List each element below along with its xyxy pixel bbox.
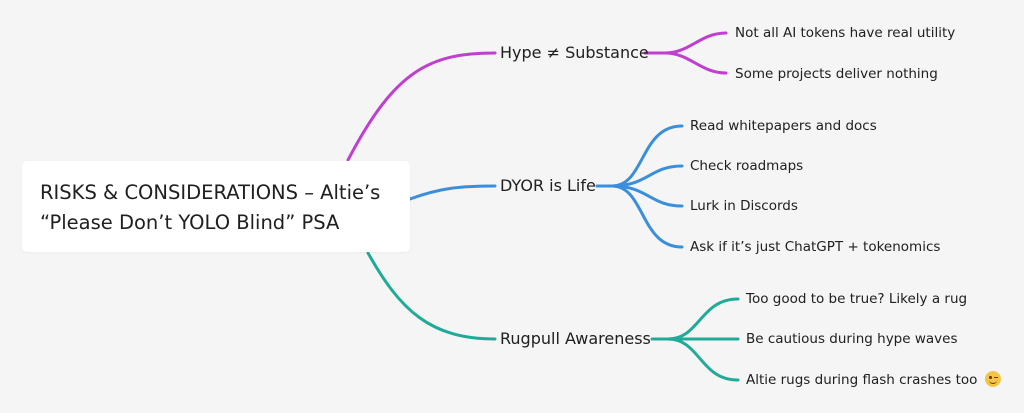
branch-node-rugpull[interactable]: Rugpull Awareness: [500, 329, 651, 348]
root-title-line-1: RISKS & CONSIDERATIONS – Altie’s: [40, 181, 381, 204]
connector-hype-leaf-1: [663, 31, 728, 55]
connector-hype-leaf-2: [663, 51, 728, 75]
root-node[interactable]: RISKS & CONSIDERATIONS – Altie’s “Please…: [22, 161, 410, 252]
leaf-node-dyor-1[interactable]: Read whitepapers and docs: [690, 118, 877, 134]
connector-rugpull-leaf-1: [666, 297, 740, 341]
root-title-line-2: “Please Don’t YOLO Blind” PSA: [40, 211, 340, 234]
connector-root-hype: [346, 51, 497, 162]
leaf-node-dyor-4[interactable]: Ask if it’s just ChatGPT + tokenomics: [690, 239, 941, 255]
leaf-node-hype-1[interactable]: Not all AI tokens have real utility: [735, 25, 956, 41]
connector-root-dyor: [408, 184, 497, 201]
leaf-node-rugpull-3: Altie rugs during flash crashes too: [746, 372, 978, 388]
branch-node-hype[interactable]: Hype ≠ Substance: [500, 43, 649, 62]
winking-face-icon: [984, 371, 1001, 387]
connector-dyor-leaf-4: [610, 184, 684, 249]
leaf-node-rugpull-3-wrap[interactable]: Altie rugs during flash crashes too: [746, 371, 1001, 389]
leaf-node-hype-2[interactable]: Some projects deliver nothing: [735, 66, 938, 82]
connector-root-rugpull: [366, 251, 497, 341]
leaf-node-dyor-2[interactable]: Check roadmaps: [690, 158, 804, 174]
branch-node-dyor[interactable]: DYOR is Life: [500, 176, 596, 195]
leaf-node-dyor-3[interactable]: Lurk in Discords: [690, 198, 798, 214]
leaf-node-rugpull-2[interactable]: Be cautious during hype waves: [746, 331, 958, 347]
leaf-node-rugpull-1[interactable]: Too good to be true? Likely a rug: [746, 291, 968, 307]
connector-rugpull-leaf-3: [666, 337, 740, 382]
connector-dyor-leaf-1: [610, 124, 684, 188]
